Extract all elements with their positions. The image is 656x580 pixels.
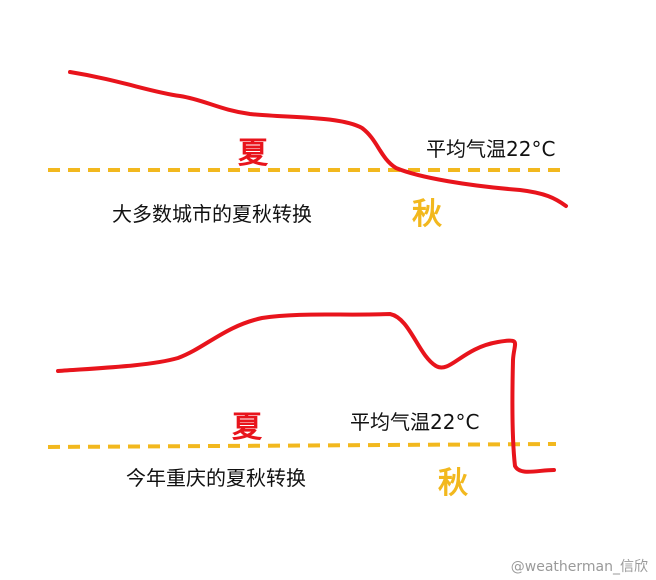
threshold-label-top: 平均气温22°C — [426, 137, 556, 161]
watermark: @weatherman_信欣 — [510, 559, 648, 575]
autumn-label-bottom: 秋 — [438, 466, 468, 501]
temperature-curve-bottom — [56, 312, 556, 474]
autumn-label-top: 秋 — [412, 197, 442, 232]
summer-label-top: 夏 — [238, 136, 268, 171]
summer-label-bottom: 夏 — [232, 410, 262, 445]
threshold-line-bottom — [47, 442, 557, 449]
caption-top: 大多数城市的夏秋转换 — [112, 202, 312, 226]
caption-bottom: 今年重庆的夏秋转换 — [126, 466, 306, 490]
temperature-curve-top — [68, 70, 568, 208]
threshold-label-bottom: 平均气温22°C — [350, 410, 480, 434]
